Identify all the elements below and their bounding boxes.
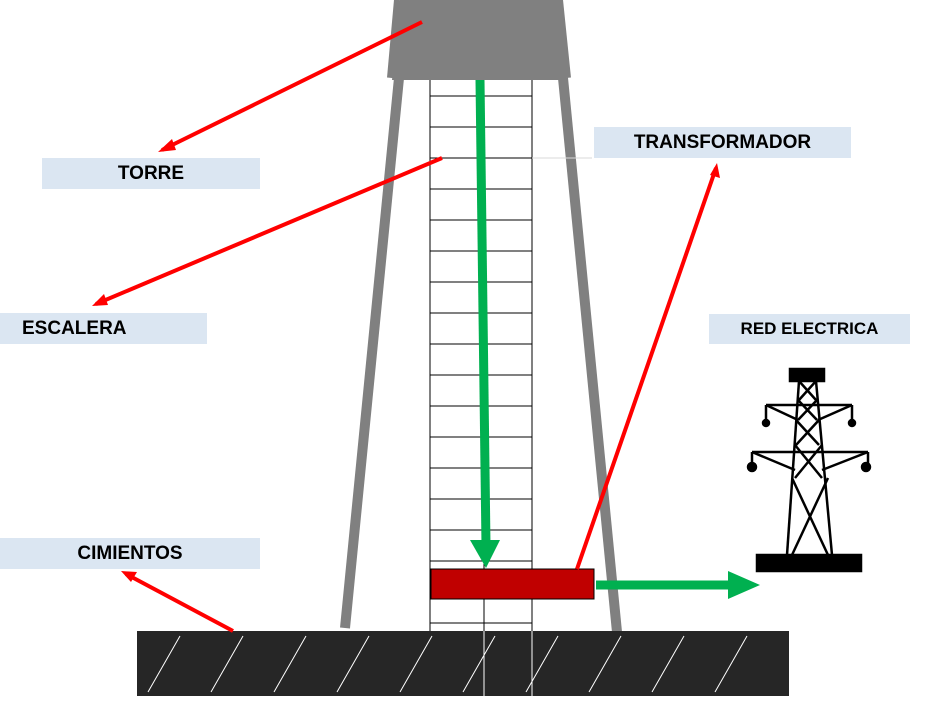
torre-label: TORRE <box>42 158 260 189</box>
foundation-hatch-line <box>147 635 181 693</box>
foundation-hatch-line <box>525 635 559 693</box>
tower-right-upper <box>553 0 571 79</box>
torre-pointer-arrow <box>161 20 423 152</box>
power-flow-down-arrowhead <box>470 540 500 568</box>
foundation-hatch-line <box>210 635 244 693</box>
power-flow-right-arrowhead <box>728 571 760 599</box>
tower-top <box>392 0 565 80</box>
foundation-hatching <box>147 635 748 693</box>
transformador-pointer-arrowhead <box>710 163 720 178</box>
foundation-hatch-line <box>399 635 433 693</box>
cimientos-pointer-arrowhead <box>121 571 137 582</box>
tower-left-leg <box>340 77 404 629</box>
cimientos-label: CIMIENTOS <box>0 538 260 569</box>
cimientos-pointer-arrow <box>125 572 234 633</box>
escalera-label: ESCALERA <box>0 313 207 344</box>
foundation <box>137 631 789 696</box>
power-flow-down-arrow <box>475 79 491 547</box>
foundation-hatch-line <box>588 635 622 693</box>
foundation-hatch-line <box>336 635 370 693</box>
tower-left-upper <box>387 0 404 79</box>
torre-pointer-arrowhead <box>158 139 176 152</box>
foundation-hatch-line <box>714 635 748 693</box>
transformador-pointer-arrow <box>575 167 718 570</box>
escalera-pointer-arrowhead <box>92 294 108 306</box>
electric-pylon-icon <box>746 367 872 573</box>
escalera-pointer-arrow <box>95 156 443 306</box>
transformador-label: TRANSFORMADOR <box>594 127 851 158</box>
tower-right-leg <box>558 77 622 633</box>
transformer-box <box>430 568 595 600</box>
foundation-hatch-line <box>651 635 685 693</box>
foundation-hatch-line <box>462 635 496 693</box>
red-electrica-label: RED ELECTRICA <box>709 314 910 344</box>
foundation-hatch-line <box>273 635 307 693</box>
